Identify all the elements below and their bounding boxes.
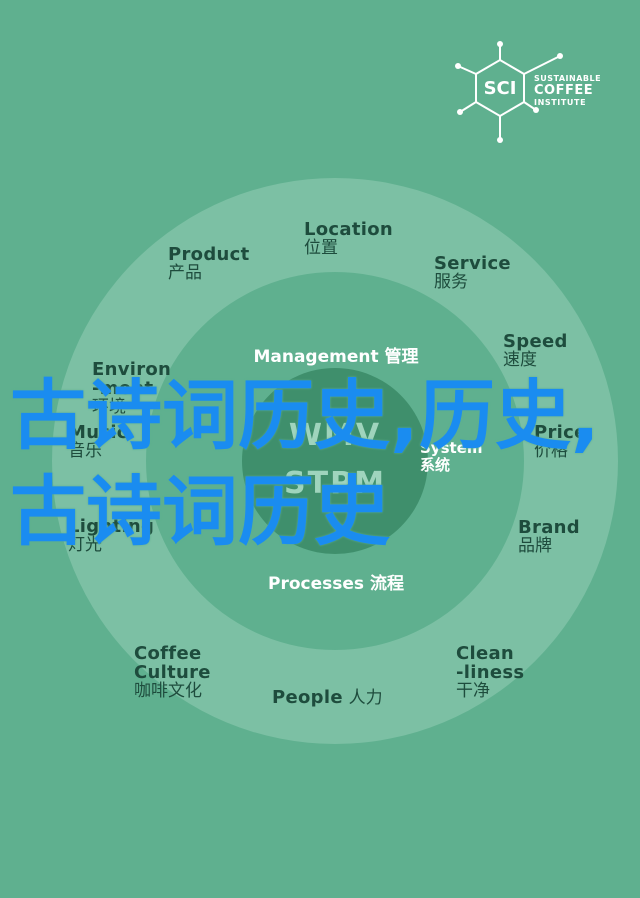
core-text-line1: WMV	[288, 418, 382, 453]
logo-mark-text: SCI	[484, 78, 517, 99]
logo-line2: COFFEE	[534, 83, 594, 98]
label-processes: Processes 流程	[268, 574, 404, 594]
label-system: System 系统	[420, 439, 483, 474]
logo-line3: INSTITUTE	[534, 98, 587, 107]
core-circle	[242, 368, 428, 554]
label-people: People 人力	[272, 687, 383, 708]
core-text-line2: STPM	[284, 466, 386, 501]
overlay-title-text: 古诗词历史,历史,古诗词历史	[10, 371, 600, 556]
logo-wordmark: SUSTAINABLE COFFEE INSTITUTE	[534, 73, 601, 109]
label-management: Management 管理	[253, 347, 419, 367]
logo-line1: SUSTAINABLE	[534, 74, 602, 83]
sci-logo-icon: SCI	[455, 41, 563, 143]
